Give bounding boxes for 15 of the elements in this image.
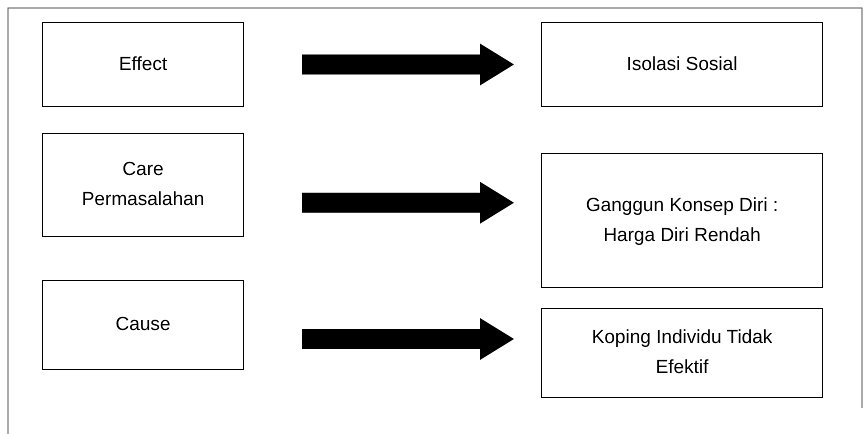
- text-box: [42, 22, 244, 107]
- text-box: [541, 308, 823, 398]
- arrow: [302, 44, 514, 86]
- box-label: Ganggun Konsep Diri : Harga Diri Rendah: [584, 194, 780, 248]
- arrow: [302, 318, 514, 360]
- box-label: Care Permasalahan: [80, 158, 206, 212]
- box-label: Koping Individu Tidak Efektif: [590, 326, 774, 380]
- text-box: [541, 22, 823, 107]
- text-box: [42, 280, 244, 370]
- box-label: Effect: [118, 52, 168, 76]
- text-box: [541, 153, 823, 288]
- box-label: Cause: [114, 313, 172, 337]
- box-label: Isolasi Sosial: [626, 52, 738, 76]
- text-box: [42, 133, 244, 237]
- arrow: [302, 182, 514, 224]
